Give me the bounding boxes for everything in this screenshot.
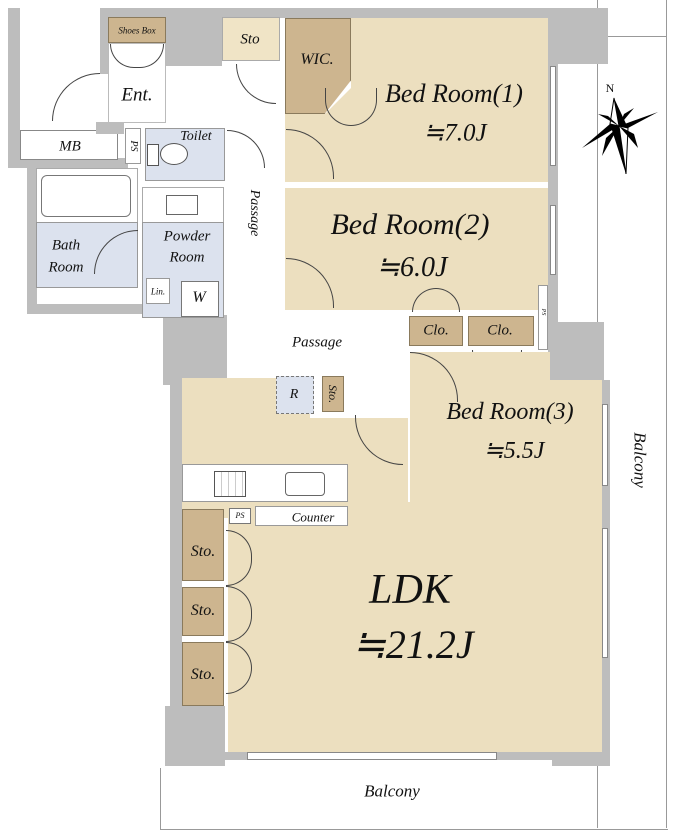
bathtub-area bbox=[36, 168, 138, 223]
ldk-name: LDK bbox=[369, 567, 451, 613]
wall-right-upper bbox=[548, 60, 558, 330]
ldk-size: ≒21.2J bbox=[352, 622, 474, 667]
wall-mb-bottom bbox=[8, 158, 128, 168]
bed-room-3-size: ≒5.5J bbox=[483, 438, 545, 464]
bed-room-2-size: ≒6.0J bbox=[376, 252, 448, 283]
passage-vertical-label: Passage bbox=[247, 189, 262, 237]
wall-left-mb bbox=[8, 8, 20, 168]
mb-closet bbox=[20, 130, 118, 160]
bed-room-2-name: Bed Room(2) bbox=[330, 208, 490, 241]
entrance-door[interactable] bbox=[52, 73, 100, 121]
bath-label-line1: Bath bbox=[51, 237, 81, 254]
wall-ent-left bbox=[100, 8, 110, 74]
storage-3 bbox=[182, 642, 224, 706]
sink-counter bbox=[142, 187, 224, 223]
storage-1 bbox=[182, 509, 224, 581]
window-bed2 bbox=[550, 205, 556, 275]
lin-label: Lin. bbox=[150, 286, 166, 297]
wall-top bbox=[100, 8, 608, 18]
wall-left-ldk bbox=[170, 380, 182, 710]
sto-top-label: Sto bbox=[240, 31, 260, 48]
passage-horizontal-label: Passage bbox=[292, 334, 342, 351]
closet-2-label: Clo. bbox=[487, 322, 513, 339]
ps-right bbox=[538, 285, 548, 350]
balcony-east-label: Balcony bbox=[630, 432, 650, 488]
ps-right-label: PS bbox=[540, 308, 546, 316]
bathtub-icon bbox=[41, 175, 131, 217]
storage-2 bbox=[182, 587, 224, 636]
column-bottom-left bbox=[165, 706, 225, 766]
bath-label-line2: Room bbox=[48, 259, 84, 276]
mb-wall bbox=[96, 122, 124, 134]
bed-room-3-name: Bed Room(3) bbox=[446, 399, 574, 425]
bed-room-1-size: ≒7.0J bbox=[423, 119, 487, 147]
sto-top-door[interactable] bbox=[236, 64, 276, 104]
ps-kitchen bbox=[229, 508, 251, 524]
powder-label-line2: Room bbox=[169, 249, 205, 266]
closet-2 bbox=[468, 316, 534, 346]
ps-top-label: PS bbox=[128, 140, 139, 152]
balcony-east-top bbox=[597, 36, 667, 37]
column-right-mid bbox=[548, 322, 604, 384]
storage-3-label: Sto. bbox=[190, 666, 216, 683]
washbasin-icon bbox=[166, 195, 198, 215]
toilet-fixture-icon bbox=[160, 143, 188, 165]
counter bbox=[255, 506, 348, 526]
shoes-box-label: Shoes Box bbox=[118, 25, 156, 36]
toilet-door[interactable] bbox=[227, 130, 265, 168]
refrigerator-space bbox=[276, 376, 314, 414]
washer-space bbox=[181, 281, 219, 317]
stove-icon bbox=[214, 471, 246, 497]
compass-north-label: N bbox=[605, 81, 615, 95]
toilet-tank-icon bbox=[147, 144, 159, 166]
toilet-label: Toilet bbox=[180, 129, 212, 144]
column-top-right bbox=[548, 8, 608, 64]
refrigerator-label: R bbox=[289, 387, 299, 402]
sto-top bbox=[222, 17, 280, 61]
ps-top bbox=[125, 128, 141, 164]
column-top-mid bbox=[166, 8, 222, 66]
washer-label: W bbox=[192, 289, 206, 306]
column-left-mid bbox=[163, 315, 227, 385]
storage-1-label: Sto. bbox=[190, 543, 216, 560]
kitchen-sink-icon bbox=[285, 472, 325, 496]
mb-label: MB bbox=[59, 138, 81, 155]
powder-label-line1: Powder bbox=[163, 228, 211, 245]
compass-icon bbox=[578, 78, 662, 175]
window-bed3 bbox=[602, 404, 608, 486]
sto-small bbox=[322, 376, 344, 412]
window-bed1 bbox=[550, 66, 556, 166]
wall-bath-bottom bbox=[27, 304, 167, 314]
sto-small-label: Sto. bbox=[326, 384, 340, 404]
window-ldk-south bbox=[247, 752, 497, 760]
balcony-south-label: Balcony bbox=[364, 781, 420, 801]
linen-closet bbox=[146, 278, 170, 304]
ps-kitchen-label: PS bbox=[235, 511, 245, 520]
balcony-south-outline bbox=[160, 768, 668, 830]
closet-1 bbox=[409, 316, 463, 346]
bed-room-1-name: Bed Room(1) bbox=[385, 79, 523, 108]
closet-1-label: Clo. bbox=[423, 322, 449, 339]
storage-2-label: Sto. bbox=[190, 602, 216, 619]
shoes-box bbox=[108, 17, 166, 43]
counter-label: Counter bbox=[291, 509, 335, 525]
wic-label: WIC. bbox=[300, 51, 334, 68]
wall-bath-left bbox=[27, 166, 37, 314]
entrance-label: Ent. bbox=[121, 84, 153, 106]
window-ldk bbox=[602, 528, 608, 658]
